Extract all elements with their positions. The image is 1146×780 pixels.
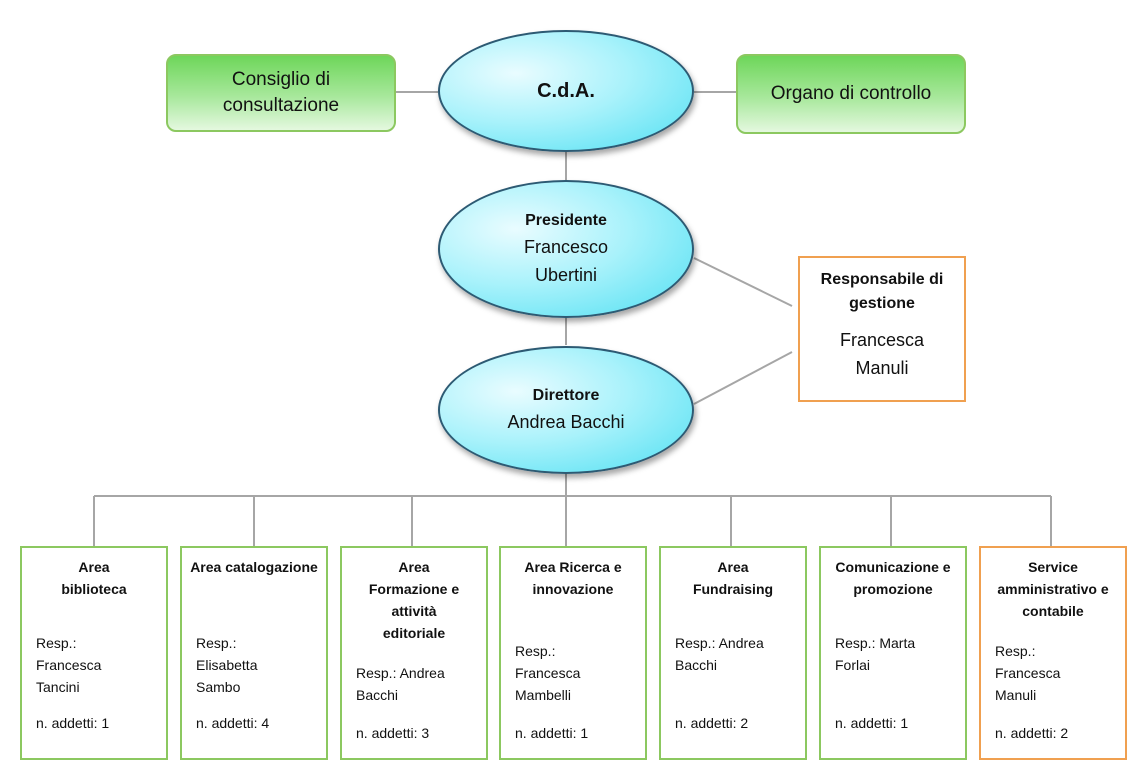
- cda-node: C.d.A.: [438, 30, 694, 152]
- area-resp: Resp.: Marta Forlai: [835, 635, 916, 673]
- area-card: Area Ricerca e innovazione Resp.: France…: [499, 546, 647, 760]
- direttore-role: Direttore: [532, 387, 600, 404]
- area-card: Comunicazione e promozione Resp.: Marta …: [819, 546, 967, 760]
- area-count: n. addetti: 2: [675, 715, 749, 731]
- responsabile-name: Francesca Manuli: [839, 330, 925, 378]
- area-count: n. addetti: 3: [356, 725, 430, 741]
- organo-controllo-box: Organo di controllo: [736, 54, 966, 134]
- area-resp: Resp.: Elisabetta Sambo: [196, 635, 258, 695]
- area-resp: Resp.: Andrea Bacchi: [356, 665, 445, 703]
- area-resp: Resp.: Francesca Mambelli: [515, 643, 581, 703]
- consiglio-label: Consiglio di consultazione: [222, 69, 340, 116]
- area-card: Area Fundraising Resp.: Andrea Bacchi n.…: [659, 546, 807, 760]
- cda-label: C.d.A.: [537, 79, 595, 102]
- presidente-name: Francesco Ubertini: [523, 237, 609, 285]
- area-count: n. addetti: 4: [196, 715, 270, 731]
- area-title: Area biblioteca: [61, 559, 127, 597]
- area-card: Area catalogazione Resp.: Elisabetta Sam…: [180, 546, 328, 760]
- area-card: Area Formazione e attività editoriale Re…: [340, 546, 488, 760]
- responsabile-gestione-box: Responsabile di gestione Francesca Manul…: [798, 256, 966, 402]
- area-count: n. addetti: 1: [835, 715, 909, 731]
- consiglio-consultazione-box: Consiglio di consultazione: [166, 54, 396, 132]
- area-card: Area biblioteca Resp.: Francesca Tancini…: [20, 546, 168, 760]
- area-title: Area Formazione e attività editoriale: [368, 559, 460, 641]
- area-title: Area Fundraising: [692, 559, 774, 597]
- area-resp: Resp.: Francesca Manuli: [995, 643, 1061, 703]
- area-title: Service amministrativo e contabile: [997, 559, 1109, 619]
- direttore-name: Andrea Bacchi: [507, 412, 625, 432]
- area-title: Area Ricerca e innovazione: [524, 559, 622, 597]
- area-resp: Resp.: Francesca Tancini: [36, 635, 102, 695]
- presidente-node: Presidente Francesco Ubertini: [438, 180, 694, 318]
- organo-label: Organo di controllo: [770, 83, 932, 104]
- area-count: n. addetti: 2: [995, 725, 1069, 741]
- area-title: Area catalogazione: [190, 559, 318, 575]
- area-card: Service amministrativo e contabile Resp.…: [979, 546, 1127, 760]
- responsabile-role: Responsabile di gestione: [820, 271, 944, 312]
- presidente-role: Presidente: [525, 212, 607, 229]
- area-count: n. addetti: 1: [515, 725, 589, 741]
- direttore-node: Direttore Andrea Bacchi: [438, 346, 694, 474]
- area-title: Comunicazione e promozione: [835, 559, 951, 597]
- area-count: n. addetti: 1: [36, 715, 110, 731]
- area-resp: Resp.: Andrea Bacchi: [675, 635, 764, 673]
